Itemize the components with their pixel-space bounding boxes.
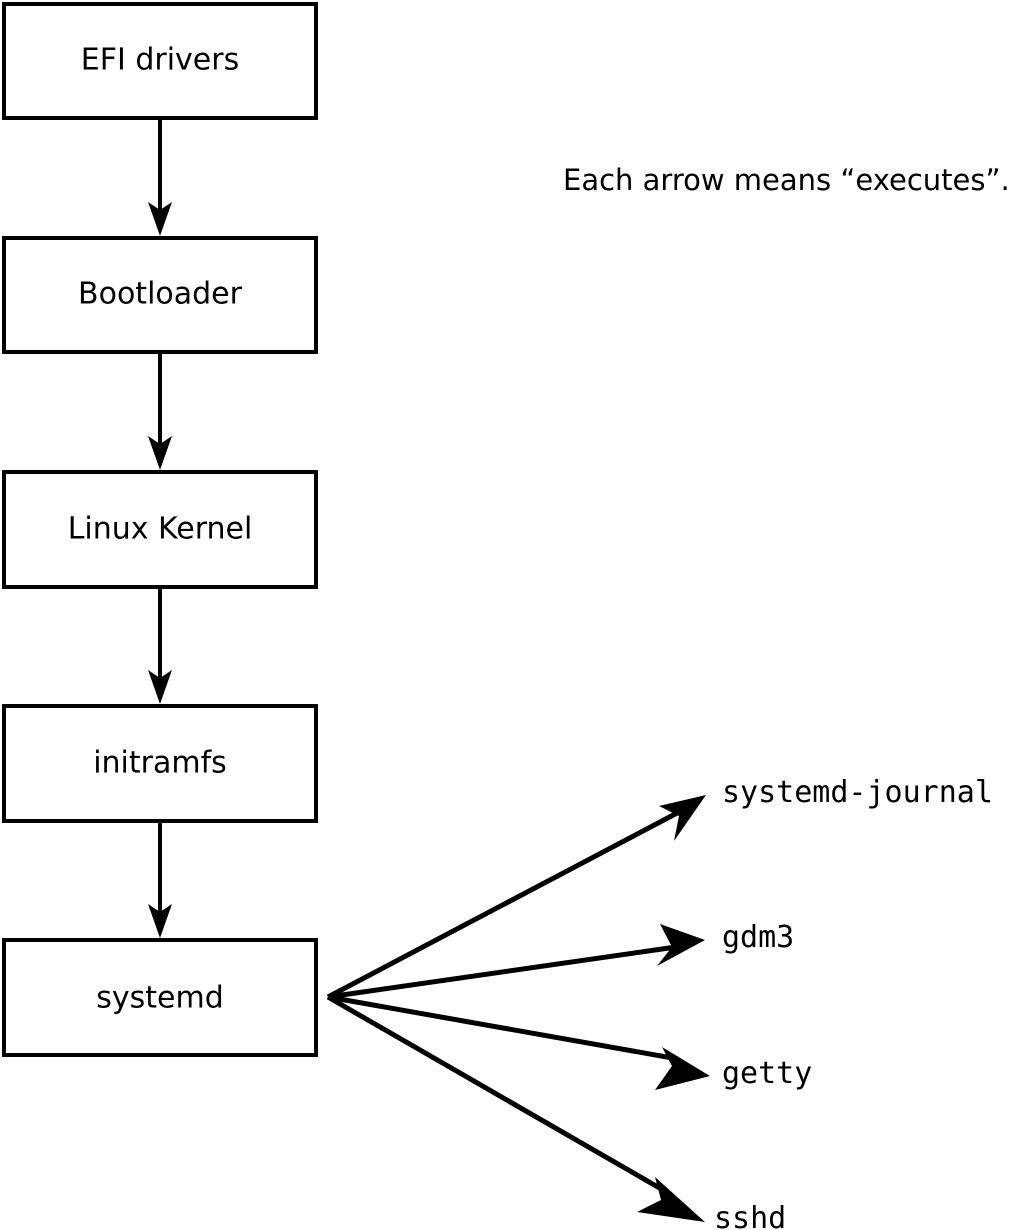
box-systemd[interactable]: systemd <box>2 938 318 1057</box>
box-label-initramfs: initramfs <box>93 746 227 781</box>
service-label-sshd: sshd <box>714 1201 786 1230</box>
fan-arrow-getty <box>327 994 710 1090</box>
fanout-arrows <box>326 795 710 1222</box>
box-bootloader[interactable]: Bootloader <box>2 236 318 354</box>
arrow-bootloader-to-kernel <box>148 354 172 470</box>
service-labels: systemd-journal gdm3 getty sshd <box>714 775 993 1230</box>
chain-arrows <box>148 120 172 938</box>
fan-arrow-sshd <box>326 994 705 1222</box>
service-label-systemd-journal: systemd-journal <box>722 775 993 810</box>
box-linux-kernel[interactable]: Linux Kernel <box>2 470 318 589</box>
arrow-efi-to-bootloader <box>148 120 172 236</box>
box-label-efi-drivers: EFI drivers <box>81 43 239 78</box>
box-initramfs[interactable]: initramfs <box>2 704 318 823</box>
arrow-initramfs-to-systemd <box>148 823 172 938</box>
box-label-systemd: systemd <box>96 981 224 1016</box>
box-label-linux-kernel: Linux Kernel <box>68 512 253 547</box>
box-label-bootloader: Bootloader <box>78 277 243 312</box>
box-efi-drivers[interactable]: EFI drivers <box>2 2 318 120</box>
diagram-caption: Each arrow means “executes”. <box>563 163 1010 197</box>
arrow-kernel-to-initramfs <box>148 589 172 704</box>
service-label-getty: getty <box>722 1056 812 1091</box>
fan-arrow-systemd-journal <box>326 795 706 1000</box>
service-label-gdm3: gdm3 <box>722 920 794 955</box>
chain-boxes: EFI drivers Bootloader Linux Kernel init… <box>2 2 318 1057</box>
fan-arrow-gdm3 <box>327 924 705 1000</box>
